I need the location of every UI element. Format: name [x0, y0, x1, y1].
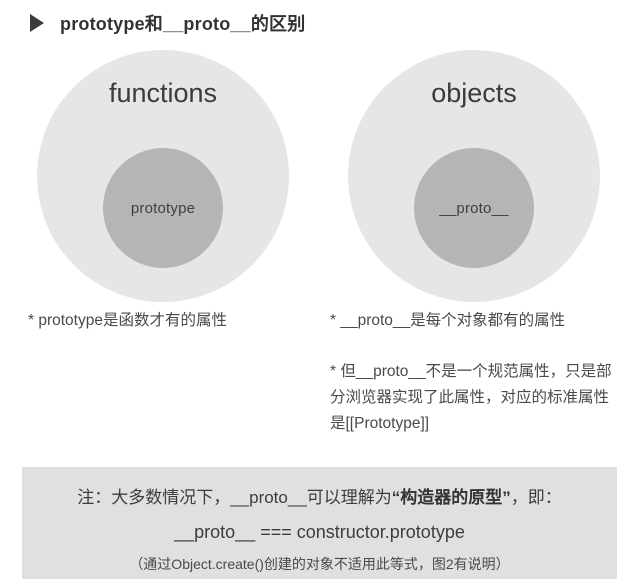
note-proto-attribute: * __proto__是每个对象都有的属性 [330, 312, 566, 329]
triangle-right-icon [30, 14, 44, 32]
prototype-inner-label: prototype [130, 199, 196, 217]
page-title: prototype和__proto__的区别 [60, 14, 306, 34]
notes-right-column: * __proto__是每个对象都有的属性 * 但__proto__不是一个规范… [330, 308, 630, 437]
note-box-line1-prefix: 注：大多数情况下，__proto__可以理解为 [77, 488, 392, 507]
page-title-row: prototype和__proto__的区别 [0, 6, 640, 40]
note-box-equation: __proto__ === constructor.prototype [174, 522, 465, 542]
note-prototype-attribute: * prototype是函数才有的属性 [28, 312, 227, 329]
objects-outer-circle: objects __proto__ [348, 50, 600, 302]
proto-inner-circle: __proto__ [414, 148, 534, 268]
notes-section: * prototype是函数才有的属性 * __proto__是每个对象都有的属… [0, 308, 640, 458]
note-box-caveat: （通过Object.create()创建的对象不适用此等式，图2有说明） [129, 556, 510, 572]
note-proto-nonstandard: * 但__proto__不是一个规范属性，只是部分浏览器实现了此属性，对应的标准… [330, 363, 612, 432]
functions-outer-label: functions [108, 78, 218, 108]
objects-outer-label: objects [431, 78, 517, 108]
functions-outer-circle: functions prototype [37, 50, 289, 302]
venn-diagram: functions prototype objects __proto__ [0, 48, 640, 304]
note-box-line1-quote: “构造器的原型” [391, 488, 511, 507]
note-box: 注：大多数情况下，__proto__可以理解为“构造器的原型”，即： __pro… [22, 467, 617, 579]
prototype-inner-circle: prototype [103, 148, 223, 268]
notes-left-column: * prototype是函数才有的属性 [28, 308, 328, 333]
note-box-line1-suffix: ，即： [510, 488, 562, 507]
proto-inner-label: __proto__ [439, 199, 509, 217]
note-box-line-1: 注：大多数情况下，__proto__可以理解为“构造器的原型”，即： [22, 483, 617, 508]
